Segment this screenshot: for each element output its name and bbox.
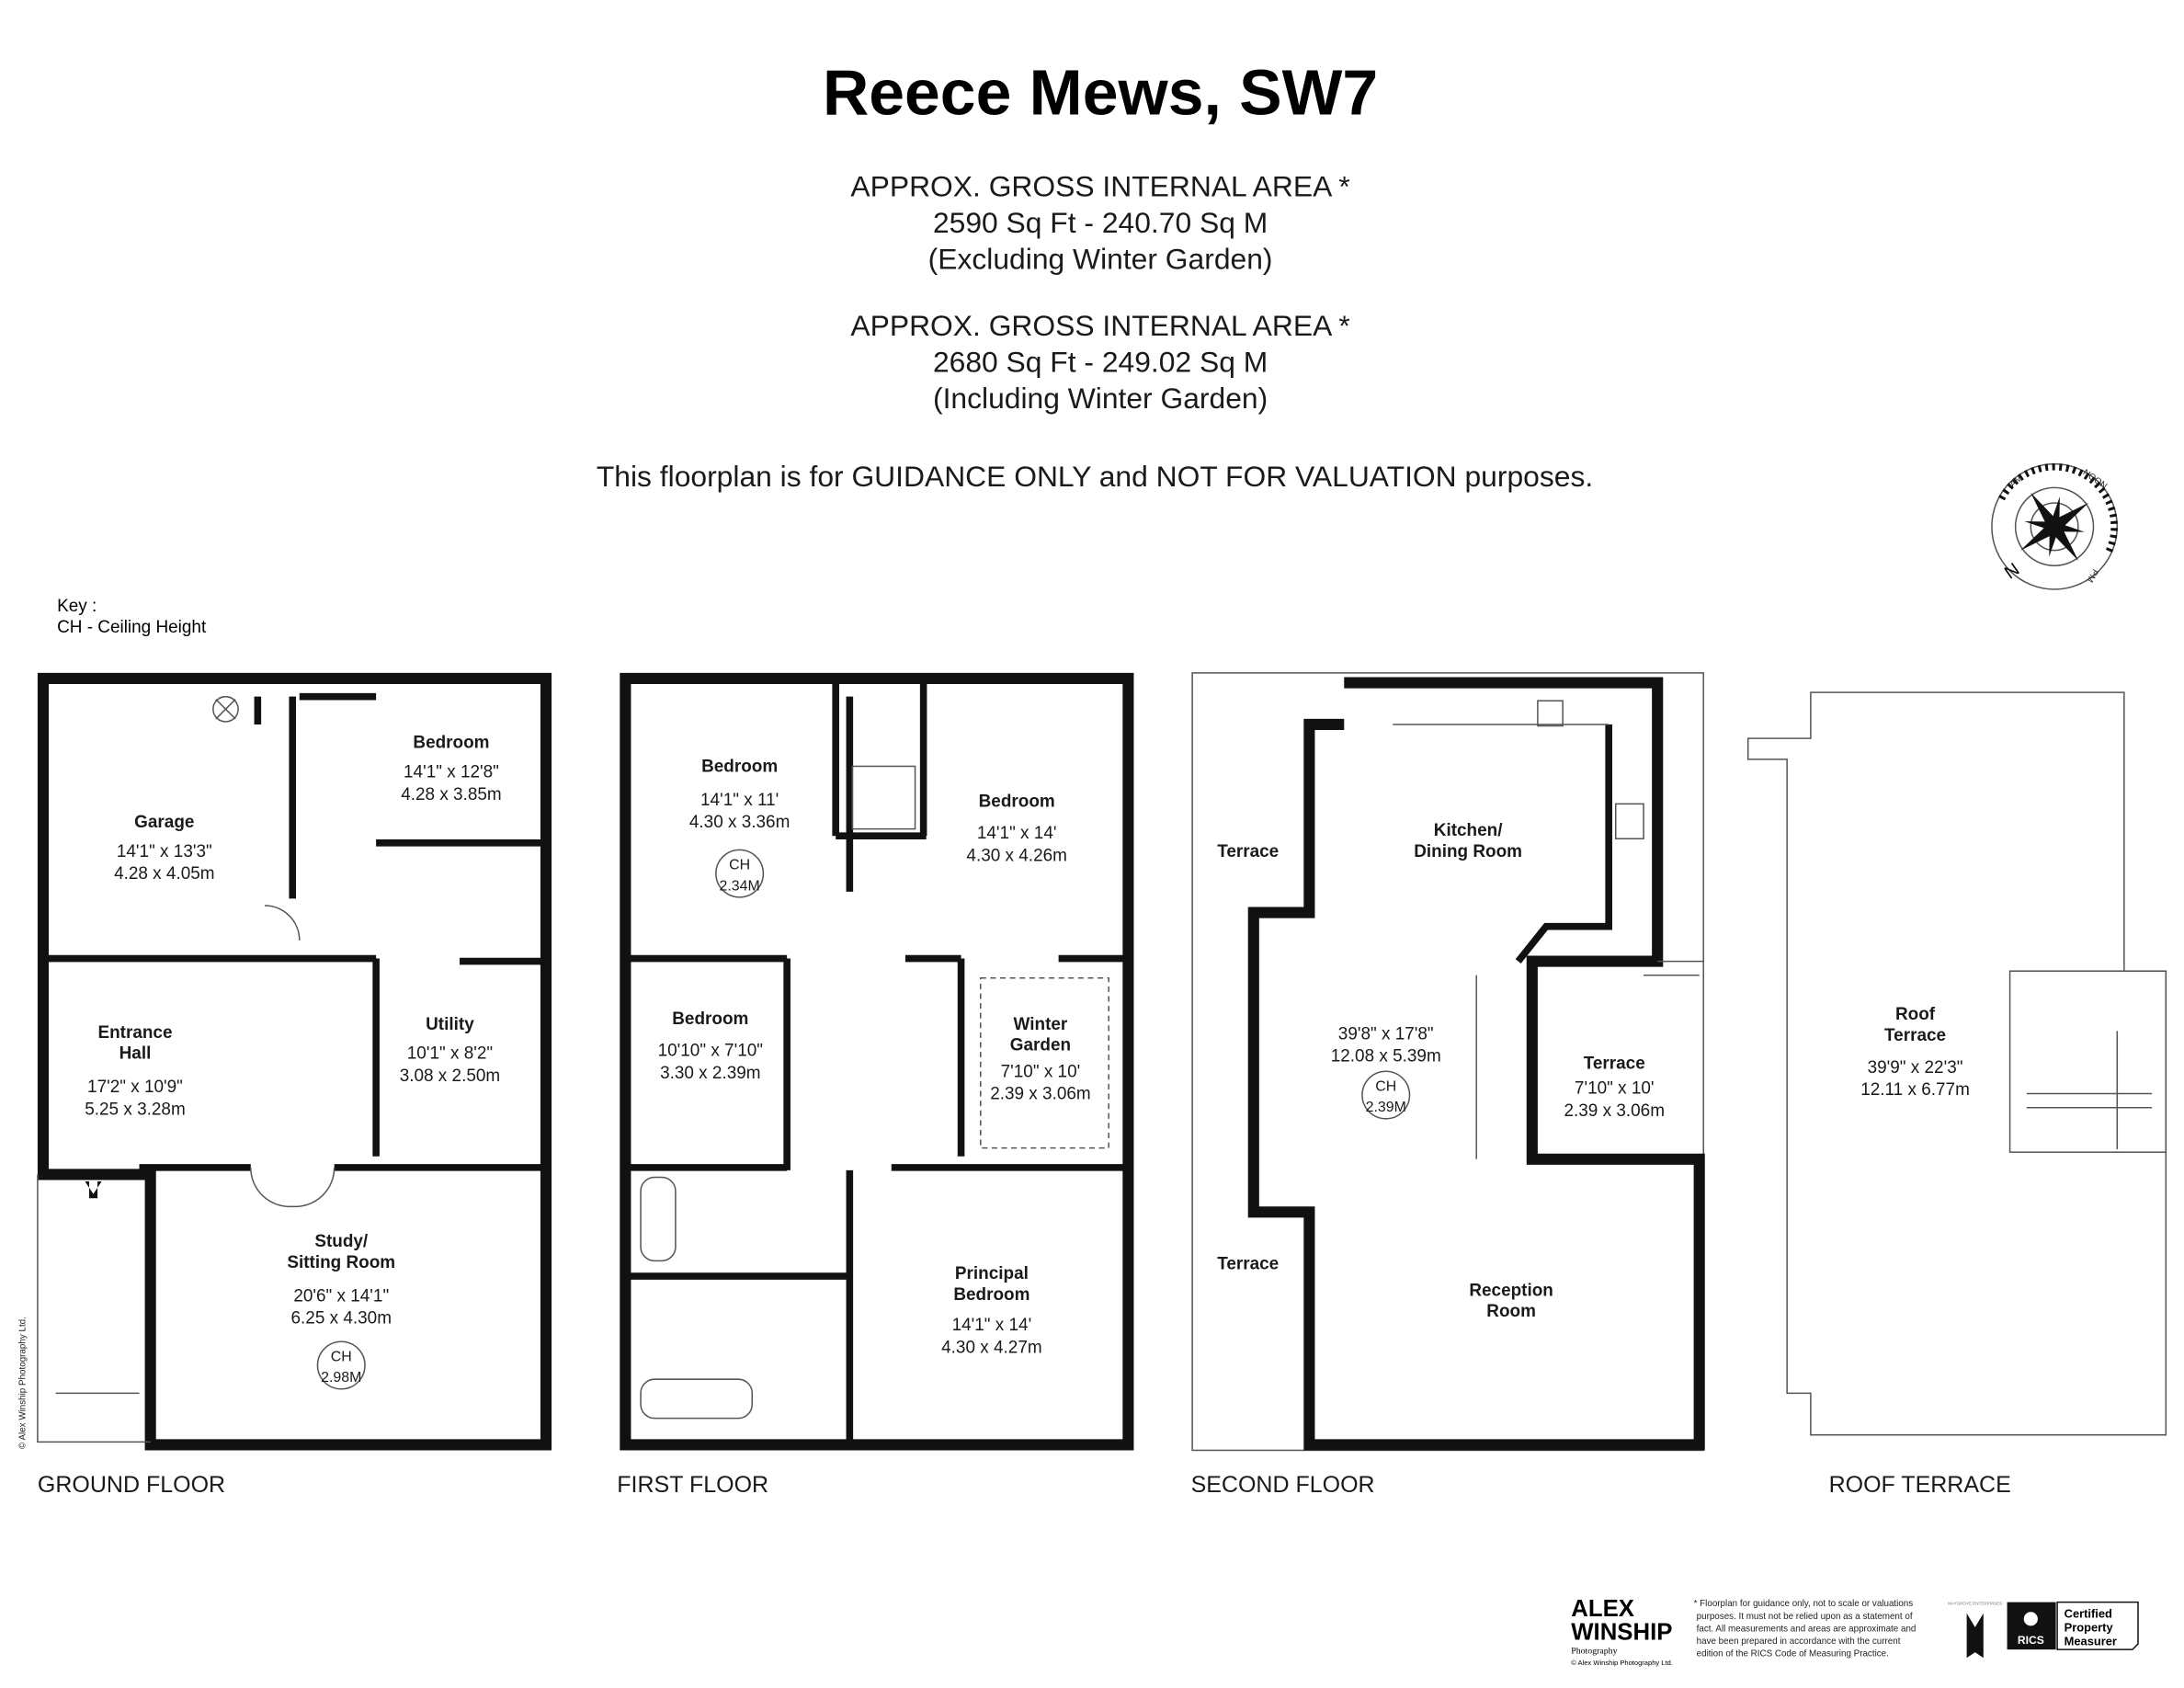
footer-note: purposes. It must not be relied upon as … — [1697, 1612, 1913, 1622]
room-dimensions-metric: 4.30 x 4.27m — [941, 1338, 1041, 1357]
logo-copyright: © Alex Winship Photography Ltd. — [1571, 1659, 1673, 1667]
ceiling-height-label: CH — [331, 1349, 352, 1364]
room-label: Bedroom — [413, 734, 489, 753]
second-floor-plan: Terrace Kitchen/ Dining Room 39'8" x 17'… — [1191, 672, 1705, 1498]
copyright: © Alex Winship Photography Ltd. — [17, 1317, 28, 1449]
room-label: Kitchen/ — [1434, 821, 1503, 840]
logo-line2: WINSHIP — [1571, 1620, 1672, 1646]
footer-note: fact. All measurements and areas are app… — [1697, 1624, 1917, 1634]
area-excl-line3: (Excluding Winter Garden) — [928, 242, 1273, 275]
room-label: Dining Room — [1414, 842, 1522, 861]
room-dimensions-metric: 4.30 x 4.26m — [966, 846, 1066, 865]
room-label: Utility — [426, 1015, 474, 1034]
room-dimensions-imperial: 20'6" x 14'1" — [293, 1286, 389, 1306]
room-dimensions-imperial: 39'9" x 22'3" — [1868, 1058, 1963, 1078]
room-dimensions-metric: 12.08 x 5.39m — [1331, 1047, 1441, 1066]
page-title: Reece Mews, SW7 — [823, 56, 1378, 128]
room-label: Terrace — [1884, 1026, 1946, 1045]
room-label: Terrace — [1217, 842, 1279, 861]
room-label: Winter — [1014, 1015, 1068, 1034]
first-floor-plan: Bedroom 14'1" x 11' 4.30 x 3.36m CH 2.34… — [617, 672, 1134, 1498]
ceiling-height-label: CH — [1375, 1079, 1396, 1095]
room-dimensions-metric: 4.28 x 4.05m — [114, 864, 214, 884]
room-label: Bedroom — [979, 792, 1055, 811]
room-label: Roof — [1895, 1005, 1936, 1024]
room-dimensions-imperial: 14'1" x 13'3" — [117, 842, 212, 861]
ceiling-height-value: 2.98M — [321, 1370, 361, 1386]
room-dimensions-metric: 5.25 x 3.28m — [85, 1100, 185, 1119]
room-dimensions-metric: 4.28 x 3.85m — [401, 785, 501, 804]
compass-icon: AM NOON PM N — [1991, 462, 2119, 590]
certified-text: Measurer — [2065, 1635, 2117, 1648]
room-dimensions-imperial: 10'10" x 7'10" — [658, 1042, 763, 1061]
room-label: Hall — [119, 1044, 152, 1064]
room-dimensions-imperial: 14'1" x 14' — [977, 824, 1057, 843]
ceiling-height-value: 2.39M — [1366, 1100, 1406, 1115]
room-label: Principal — [955, 1264, 1029, 1283]
room-dimensions-imperial: 10'1" x 8'2" — [407, 1044, 493, 1064]
room-label: Room — [1486, 1302, 1536, 1321]
room-dimensions-metric: 2.39 x 3.06m — [1564, 1101, 1664, 1121]
room-label: Reception — [1469, 1281, 1553, 1300]
room-label: Bedroom — [953, 1285, 1029, 1305]
maygrove-logo: MAYGROVE ENTERPRISES — [1948, 1602, 2002, 1659]
disclaimer: This floorplan is for GUIDANCE ONLY and … — [597, 460, 1593, 493]
room-dimensions-metric: 12.11 x 6.77m — [1860, 1080, 1970, 1100]
room-dimensions-metric: 3.30 x 2.39m — [660, 1064, 760, 1083]
room-dimensions-metric: 2.39 x 3.06m — [990, 1085, 1090, 1104]
certified-text: Property — [2065, 1620, 2114, 1634]
ceiling-height-value: 2.34M — [720, 878, 760, 894]
room-dimensions-metric: 4.30 x 3.36m — [689, 813, 790, 832]
room-label: Terrace — [1584, 1054, 1645, 1073]
area-incl-line3: (Including Winter Garden) — [933, 382, 1268, 415]
footer-note: have been prepared in accordance with th… — [1697, 1637, 1901, 1647]
area-incl-line2: 2680 Sq Ft - 249.02 Sq M — [933, 346, 1268, 379]
room-label: Study/ — [314, 1232, 369, 1251]
room-dimensions-metric: 6.25 x 4.30m — [291, 1309, 392, 1329]
roof-terrace-plan: Roof Terrace 39'9" x 22'3" 12.11 x 6.77m… — [1746, 691, 2167, 1498]
footer-note: * Floorplan for guidance only, not to sc… — [1694, 1599, 1914, 1609]
room-label: Garden — [1010, 1036, 1071, 1055]
area-excl-line2: 2590 Sq Ft - 240.70 Sq M — [933, 206, 1268, 239]
floor-label: GROUND FLOOR — [38, 1472, 225, 1498]
room-dimensions-imperial: 17'2" x 10'9" — [87, 1078, 183, 1097]
logo-sub: Photography — [1571, 1647, 1617, 1657]
room-dimensions-imperial: 14'1" x 14' — [952, 1316, 1032, 1335]
room-dimensions-imperial: 39'8" x 17'8" — [1338, 1024, 1434, 1044]
floor-label: FIRST FLOOR — [617, 1472, 768, 1498]
rics-text: RICS — [2018, 1634, 2044, 1647]
room-dimensions-imperial: 7'10" x 10' — [1001, 1062, 1081, 1081]
room-dimensions-imperial: 14'1" x 11' — [700, 791, 779, 810]
room-dimensions-metric: 3.08 x 2.50m — [400, 1066, 500, 1086]
footer-note: edition of the RICS Code of Measuring Pr… — [1697, 1649, 1889, 1659]
room-label: Bedroom — [672, 1009, 748, 1029]
maygrove-text: MAYGROVE ENTERPRISES — [1948, 1602, 2002, 1606]
certified-text: Certified — [2065, 1606, 2112, 1620]
ceiling-height-label: CH — [729, 858, 750, 873]
footer: ALEX WINSHIP Photography © Alex Winship … — [1571, 1596, 2139, 1667]
room-dimensions-imperial: 7'10" x 10' — [1575, 1079, 1655, 1099]
room-label: Terrace — [1217, 1254, 1279, 1273]
alex-winship-logo: ALEX WINSHIP Photography © Alex Winship … — [1571, 1596, 1673, 1667]
key-title: Key : — [57, 597, 97, 616]
logo-line1: ALEX — [1571, 1596, 1634, 1622]
room-label: Entrance — [97, 1023, 172, 1043]
ground-floor-plan: Bedroom 14'1" x 12'8" 4.28 x 3.85m Garag… — [17, 672, 552, 1498]
room-label: Sitting Room — [287, 1253, 395, 1272]
floor-label: SECOND FLOOR — [1191, 1472, 1375, 1498]
compass-noon: NOON — [2081, 468, 2109, 492]
floor-label: ROOF TERRACE — [1829, 1472, 2011, 1498]
room-label: Garage — [134, 813, 194, 832]
area-incl-line1: APPROX. GROSS INTERNAL AREA * — [850, 309, 1349, 342]
room-label: Bedroom — [701, 758, 778, 777]
rics-badge: RICS Certified Property Measurer — [2007, 1601, 2139, 1650]
compass-pm: PM — [2085, 567, 2100, 584]
room-dimensions-imperial: 14'1" x 12'8" — [404, 763, 499, 782]
key-item: CH - Ceiling Height — [57, 618, 207, 637]
area-excl-line1: APPROX. GROSS INTERNAL AREA * — [850, 170, 1349, 203]
